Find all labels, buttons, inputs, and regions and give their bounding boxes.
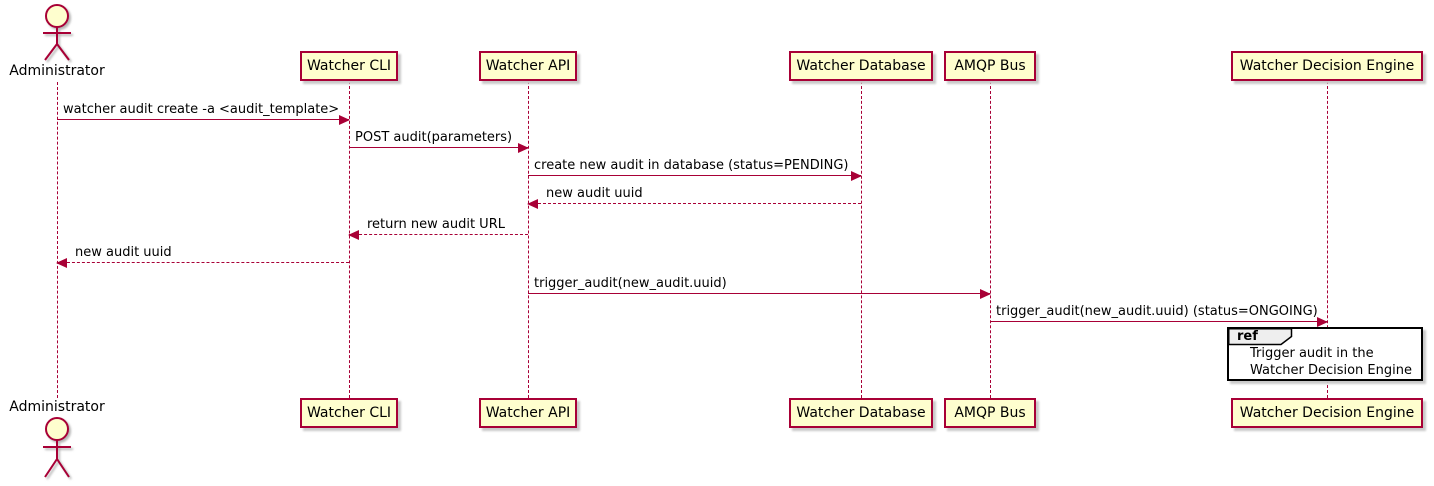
ref-body: Trigger audit in the Watcher Decision En… bbox=[1250, 345, 1412, 379]
message-return-audit-url: return new audit URL bbox=[348, 217, 528, 240]
lifeline-watcher-cli bbox=[349, 81, 350, 398]
participant-watcher-decision-engine-top: Watcher Decision Engine bbox=[1231, 51, 1423, 81]
lifeline-watcher-database bbox=[861, 81, 862, 398]
participant-watcher-cli-top: Watcher CLI bbox=[300, 51, 398, 81]
lifeline-administrator bbox=[57, 82, 58, 398]
arrowhead-right-icon bbox=[980, 288, 991, 299]
participant-amqp-bus-top: AMQP Bus bbox=[944, 51, 1036, 81]
participant-watcher-database-bottom: Watcher Database bbox=[789, 398, 933, 428]
message-new-audit-uuid-to-admin: new audit uuid bbox=[56, 245, 349, 268]
message-line bbox=[990, 321, 1327, 322]
ref-frame: ref Trigger audit in the Watcher Decisio… bbox=[1227, 327, 1423, 381]
message-label: new audit uuid bbox=[75, 245, 172, 260]
participant-watcher-api-bottom: Watcher API bbox=[479, 398, 577, 428]
message-create-audit-db: create new audit in database (status=PEN… bbox=[528, 158, 862, 181]
message-line bbox=[57, 262, 349, 263]
message-label: trigger_audit(new_audit.uuid) (status=ON… bbox=[996, 304, 1318, 319]
message-line bbox=[528, 203, 861, 204]
message-line bbox=[57, 119, 349, 120]
message-line bbox=[349, 234, 528, 235]
arrowhead-right-icon bbox=[1317, 316, 1328, 327]
participant-amqp-bus-bottom: AMQP Bus bbox=[944, 398, 1036, 428]
lifeline-amqp-bus bbox=[990, 81, 991, 398]
message-trigger-audit: trigger_audit(new_audit.uuid) bbox=[528, 276, 991, 299]
participant-watcher-decision-engine-bottom: Watcher Decision Engine bbox=[1231, 398, 1423, 428]
message-label: POST audit(parameters) bbox=[355, 130, 513, 145]
ref-body-line: Trigger audit in the bbox=[1250, 346, 1374, 361]
ref-tag-pentagon-icon bbox=[1228, 328, 1293, 346]
message-line bbox=[528, 293, 990, 294]
message-trigger-audit-ongoing: trigger_audit(new_audit.uuid) (status=ON… bbox=[990, 304, 1328, 327]
message-label: watcher audit create -a <audit_template> bbox=[63, 102, 340, 117]
ref-body-line: Watcher Decision Engine bbox=[1250, 363, 1412, 378]
participant-watcher-database-top: Watcher Database bbox=[789, 51, 933, 81]
arrowhead-left-icon bbox=[348, 229, 359, 240]
ref-tag-label: ref bbox=[1237, 329, 1258, 344]
message-new-audit-uuid-return: new audit uuid bbox=[527, 186, 861, 209]
participant-watcher-api-top: Watcher API bbox=[479, 51, 577, 81]
message-label: return new audit URL bbox=[367, 217, 505, 232]
actor-icon bbox=[43, 417, 71, 478]
arrowhead-left-icon bbox=[56, 257, 67, 268]
message-label: create new audit in database (status=PEN… bbox=[534, 158, 849, 173]
actor-label-bottom: Administrator bbox=[9, 399, 105, 415]
arrowhead-right-icon bbox=[851, 170, 862, 181]
actor-icon bbox=[43, 4, 71, 61]
message-line bbox=[528, 175, 861, 176]
message-audit-create: watcher audit create -a <audit_template> bbox=[57, 102, 350, 125]
lifeline-watcher-decision-engine bbox=[1327, 81, 1328, 398]
lifeline-watcher-api bbox=[528, 81, 529, 398]
message-label: trigger_audit(new_audit.uuid) bbox=[534, 276, 727, 291]
participant-watcher-cli-bottom: Watcher CLI bbox=[300, 398, 398, 428]
message-post-audit: POST audit(parameters) bbox=[349, 130, 529, 153]
message-label: new audit uuid bbox=[546, 186, 643, 201]
arrowhead-right-icon bbox=[339, 114, 350, 125]
arrowhead-right-icon bbox=[518, 142, 529, 153]
arrowhead-left-icon bbox=[527, 198, 538, 209]
message-line bbox=[349, 147, 528, 148]
actor-label-top: Administrator bbox=[9, 63, 105, 79]
